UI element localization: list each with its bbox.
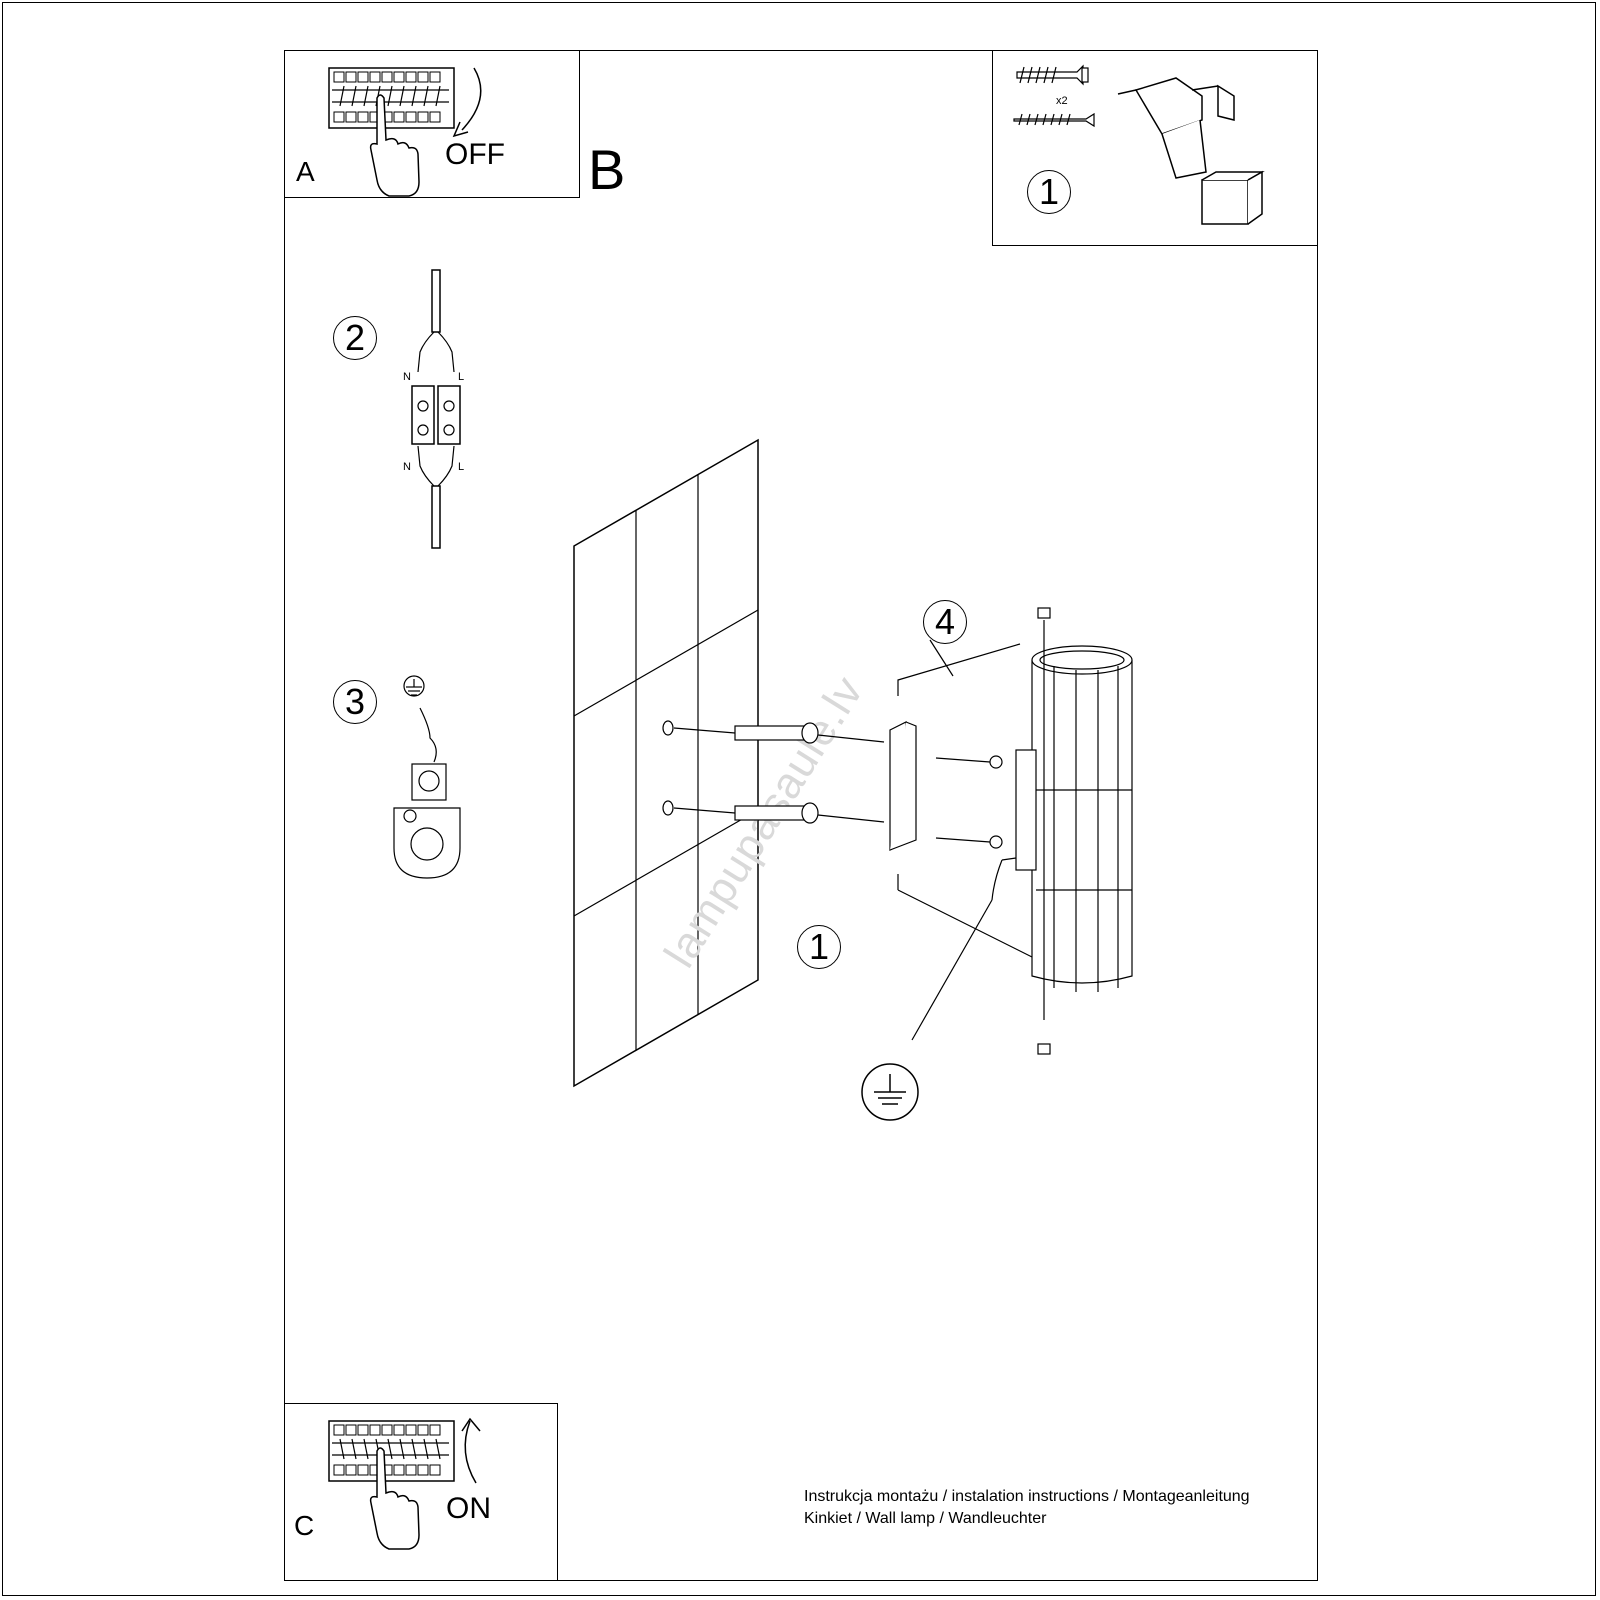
section-b-letter: B	[588, 138, 626, 201]
footer-line-1: Instrukcja montażu / instalation instruc…	[804, 1488, 1250, 1505]
panel-c-on-label: ON	[446, 1492, 491, 1525]
breaker-on-icon	[328, 1417, 481, 1550]
terminal-l-top: L	[458, 371, 465, 383]
breaker-off-icon	[328, 67, 482, 197]
tools-quantity: x2	[1056, 95, 1068, 107]
step-4-marker: 4	[923, 600, 967, 644]
tools-step-number: 1	[1027, 170, 1071, 214]
footer-line-2: Kinkiet / Wall lamp / Wandleuchter	[804, 1510, 1047, 1527]
wall-plug-screw-icon	[1013, 64, 1265, 225]
panel-a-letter: A	[296, 156, 315, 187]
step-3-marker: 3	[333, 680, 377, 724]
step-1-marker: 1	[797, 925, 841, 969]
terminal-n-bottom: N	[403, 461, 411, 473]
terminal-l-bottom: L	[458, 461, 465, 473]
ground-symbol-icon	[861, 1063, 919, 1121]
panel-a-off-label: OFF	[445, 138, 505, 171]
mounting-assembly	[662, 607, 1133, 1055]
terminal-n-top: N	[403, 371, 411, 383]
wall-tiles	[573, 438, 759, 1088]
main-frame	[284, 50, 1318, 1581]
footer-caption: Instrukcja montażu / instalation instruc…	[804, 1486, 1250, 1530]
step-2-marker: 2	[333, 316, 377, 360]
panel-c-letter: C	[294, 1510, 315, 1541]
terminal-block-icon	[411, 269, 461, 549]
ground-terminal-icon	[393, 675, 461, 879]
